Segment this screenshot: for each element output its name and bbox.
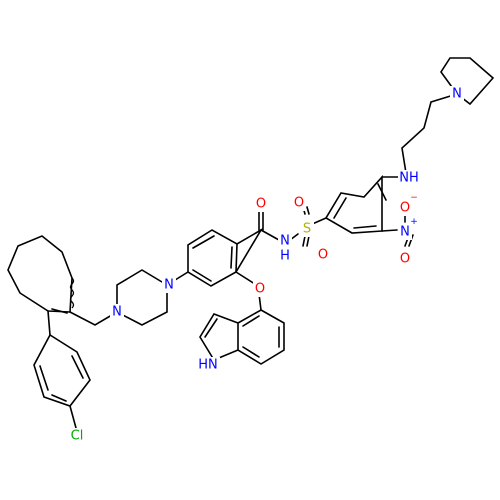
nitrobenzene-ring [324, 174, 383, 234]
nitrobenzene-inner-bonds [333, 183, 387, 229]
atom-label-layer: O N H S O O NH N N + O − O O HN [66, 86, 464, 444]
cyclooctene-ring [7, 235, 73, 313]
indole-inner-bonds [242, 315, 280, 358]
atom-n-amide: N [280, 234, 290, 249]
piperazine-ring [116, 269, 168, 326]
indole-pyrrole-double [204, 318, 218, 338]
atom-o-sulfonyl-bottom: O [318, 248, 328, 263]
benzamide-ring [187, 227, 264, 287]
carbonyl-double-bond [258, 211, 264, 231]
atom-nh-indole: HN [198, 358, 218, 373]
chlorophenyl-inner-bonds [39, 355, 84, 402]
aryl-cyclooctene-bond [47, 310, 51, 336]
atom-n-pyrrolidine: N [452, 87, 462, 102]
atom-o-carbonyl: O [256, 197, 266, 212]
bond-layer [7, 57, 495, 429]
atom-n-piperazine-alkyl: N [112, 305, 122, 320]
benzamide-ring-fix [235, 243, 238, 273]
atom-cl: Cl [71, 429, 84, 444]
atom-o-nitro: O [400, 252, 410, 267]
methylene-bond [69, 311, 118, 326]
atom-n-piperazine-aryl: N [164, 278, 174, 293]
propyl-chain [401, 93, 458, 174]
atom-o-sulfonyl-top: O [294, 196, 304, 211]
atom-n-nitro: N [400, 225, 410, 240]
atom-o-nitro-minus: O [400, 201, 410, 216]
atom-o-ether: O [255, 282, 265, 297]
nitro-bond [381, 211, 414, 247]
cyclooctene-double [51, 308, 68, 314]
chloro-bond [69, 405, 77, 429]
sulfonyl-oxo-bottom [302, 235, 310, 247]
chlorophenyl-ring [33, 333, 91, 407]
indole-pyrrole-ring [199, 313, 239, 362]
atom-nh-aniline: NH [399, 171, 419, 186]
indole-benzene-ring [237, 309, 285, 365]
charge-plus: + [410, 217, 418, 227]
atom-s-sulfonyl: S [303, 222, 311, 237]
wavy-stereo-bond [69, 277, 75, 309]
charge-minus: − [410, 193, 418, 203]
atom-h-amide: H [280, 249, 290, 264]
pyrrolidine-ring [440, 57, 495, 106]
amide-bond [260, 229, 280, 241]
benzamide-inner-bonds [192, 235, 233, 282]
